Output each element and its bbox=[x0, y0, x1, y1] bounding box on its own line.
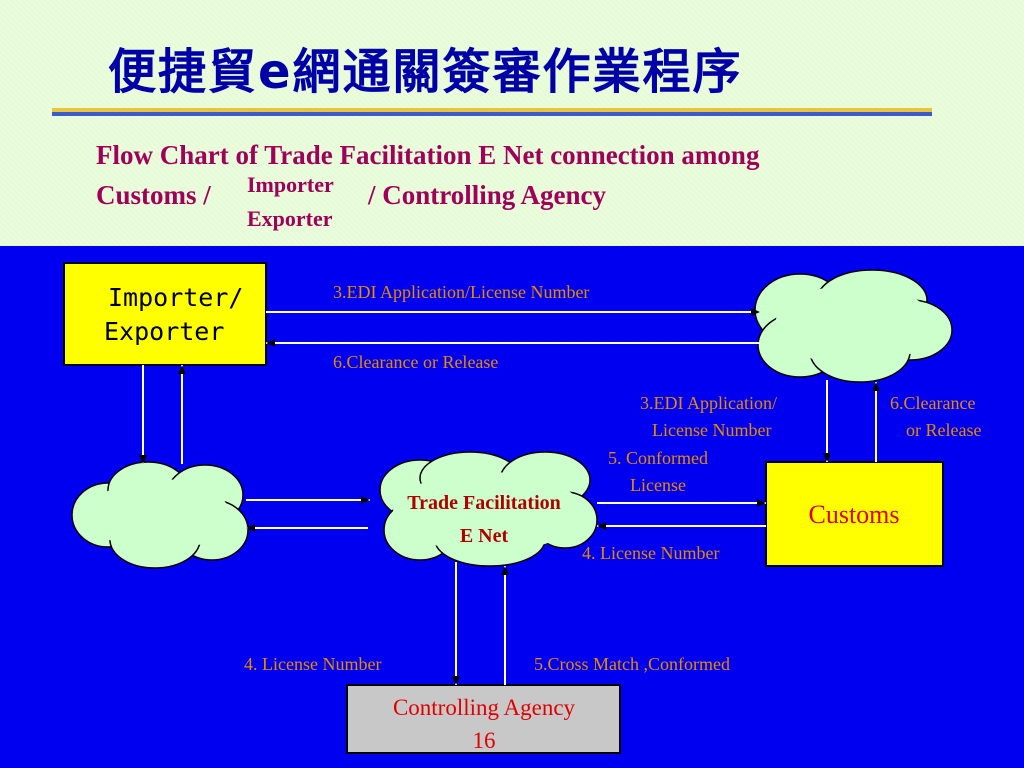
cloud-left bbox=[71, 461, 249, 569]
edge-label-clearance-right-1: 6.Clearance bbox=[890, 393, 975, 413]
importer-label-line1: Importer/ bbox=[108, 283, 243, 312]
edge-label-license-bottom: 4. License Number bbox=[244, 654, 381, 674]
subtitle-line1: Flow Chart of Trade Facilitation E Net c… bbox=[96, 140, 760, 170]
importer-exporter-node: Importer/ Exporter bbox=[63, 262, 267, 366]
subtitle-customs: Customs / bbox=[96, 180, 211, 210]
subtitle-controlling-agency: / Controlling Agency bbox=[368, 180, 607, 210]
edge-label-conformed-1: 5. Conformed bbox=[608, 448, 708, 468]
customs-node: Customs bbox=[765, 461, 944, 567]
edge-label-edi-right-2: License Number bbox=[652, 420, 771, 440]
edge-label-conformed-2: License bbox=[630, 475, 686, 495]
controlling-agency-node: Controlling Agency 16 bbox=[346, 684, 621, 754]
edge-label-edi-right-1: 3.EDI Application/ bbox=[640, 393, 777, 413]
title-rule bbox=[52, 108, 932, 112]
agency-label-line2: 16 bbox=[473, 728, 496, 753]
cloud-top-right bbox=[754, 269, 953, 383]
page-title: 便捷貿e網通關簽審作業程序 bbox=[108, 44, 743, 100]
edge-label-cross-match: 5.Cross Match ,Conformed bbox=[534, 654, 730, 674]
customs-label: Customs bbox=[808, 500, 899, 529]
title-rule-underline bbox=[52, 112, 932, 116]
edge-label-clearance-right-2: or Release bbox=[906, 420, 981, 440]
tfen-label-line2: E Net bbox=[460, 525, 509, 547]
flow-arrows bbox=[139, 308, 880, 685]
edge-label-edi-top: 3.EDI Application/License Number bbox=[333, 282, 589, 302]
subtitle-exporter: Exporter bbox=[247, 206, 333, 231]
subtitle-importer: Importer bbox=[247, 172, 334, 197]
edge-label-clearance-top: 6.Clearance or Release bbox=[333, 352, 498, 372]
agency-label-line1: Controlling Agency bbox=[393, 695, 576, 720]
importer-label-line2: Exporter bbox=[104, 317, 224, 346]
edge-label-license-mid: 4. License Number bbox=[582, 543, 719, 563]
trade-facilitation-enet-node: Trade Facilitation E Net bbox=[379, 451, 598, 567]
tfen-label-line1: Trade Facilitation bbox=[407, 492, 561, 514]
